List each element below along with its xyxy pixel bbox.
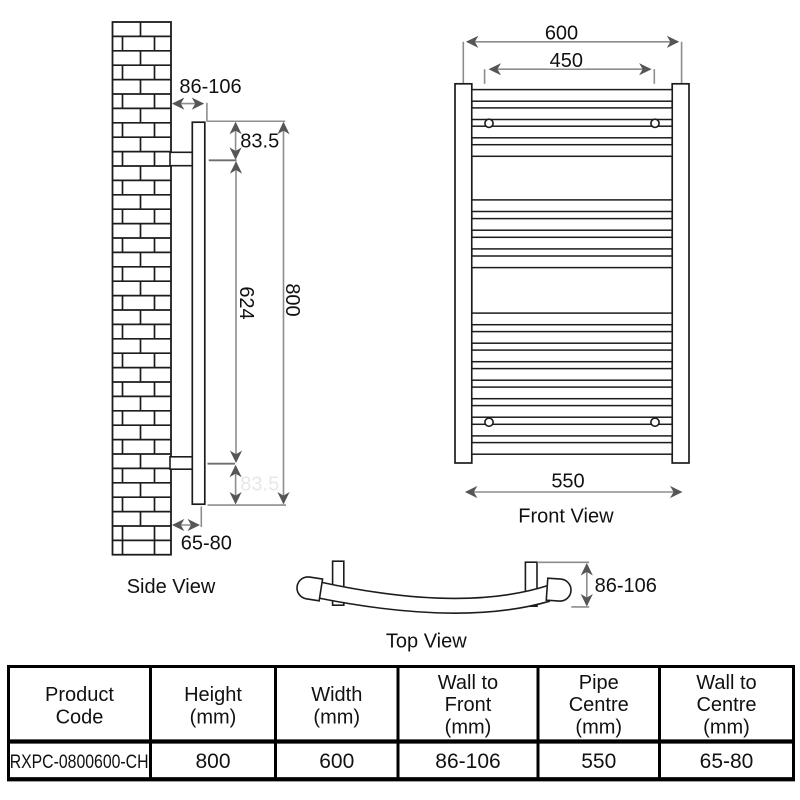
- svg-text:550: 550: [581, 750, 616, 773]
- svg-text:800: 800: [195, 750, 230, 773]
- svg-text:65-80: 65-80: [700, 750, 754, 773]
- svg-text:Centre: Centre: [569, 694, 629, 716]
- svg-text:86-106: 86-106: [595, 575, 657, 597]
- svg-text:Front: Front: [445, 694, 492, 716]
- svg-text:Wall to: Wall to: [438, 672, 498, 694]
- svg-text:RXPC-0800600-CH: RXPC-0800600-CH: [10, 751, 149, 773]
- svg-text:600: 600: [319, 750, 354, 773]
- svg-text:Code: Code: [56, 706, 104, 728]
- svg-text:800: 800: [281, 283, 303, 316]
- svg-text:(mm): (mm): [703, 717, 750, 739]
- svg-text:(mm): (mm): [190, 706, 237, 728]
- svg-text:83.5: 83.5: [240, 473, 279, 495]
- svg-text:450: 450: [550, 50, 583, 72]
- svg-text:550: 550: [551, 471, 584, 493]
- svg-text:Pipe: Pipe: [579, 672, 619, 694]
- svg-text:600: 600: [545, 22, 578, 44]
- svg-text:65-80: 65-80: [181, 532, 232, 554]
- svg-text:Side View: Side View: [127, 576, 216, 598]
- svg-text:83.5: 83.5: [240, 131, 279, 153]
- svg-text:86-106: 86-106: [179, 76, 241, 98]
- svg-text:(mm): (mm): [575, 717, 622, 739]
- svg-text:Front View: Front View: [518, 506, 614, 528]
- svg-text:Top View: Top View: [386, 631, 467, 653]
- svg-text:624: 624: [235, 286, 257, 319]
- svg-text:Width: Width: [311, 684, 362, 706]
- svg-text:Product: Product: [45, 684, 114, 706]
- svg-text:86-106: 86-106: [435, 750, 500, 773]
- svg-text:Wall to: Wall to: [696, 672, 756, 694]
- svg-text:Centre: Centre: [696, 694, 756, 716]
- svg-text:Height: Height: [184, 684, 242, 706]
- svg-text:(mm): (mm): [445, 717, 492, 739]
- svg-text:(mm): (mm): [313, 706, 360, 728]
